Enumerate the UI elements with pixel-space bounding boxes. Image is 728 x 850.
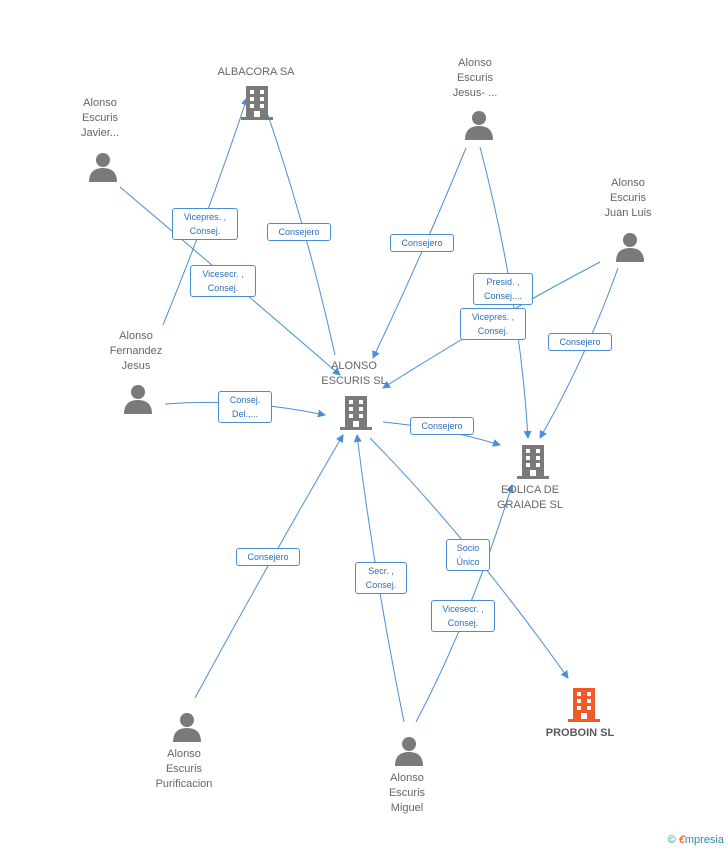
edge-label-line: Consej. — [365, 580, 397, 590]
edge-label[interactable]: Consejero — [267, 223, 331, 241]
edge-purificacion-central — [194, 434, 344, 699]
edge-label-line: Consejero — [278, 227, 320, 237]
edge-label-line: Vicepres. , — [183, 212, 227, 222]
node-label-line: Alonso — [119, 330, 153, 342]
node-label-line: Alonso — [83, 97, 117, 109]
edge-label[interactable]: Vicepres. , Consej. — [172, 208, 238, 240]
edge-label-line: Secr. , — [368, 566, 394, 576]
footer-brand[interactable]: © €mpresia — [668, 834, 724, 846]
person-icon — [173, 713, 201, 742]
edge-label-line: Del.,... — [231, 409, 258, 419]
node-label-line: Javier... — [81, 127, 119, 139]
node-label-purificacion[interactable]: Alonso Escuris Purificacion — [134, 747, 234, 792]
edge-label[interactable]: Consejero — [390, 234, 454, 252]
node-label-line: Alonso — [167, 748, 201, 760]
node-label-proboin[interactable]: PROBOIN SL — [530, 726, 630, 741]
node-label-line: Alonso — [458, 57, 492, 69]
node-label-central[interactable]: ALONSO ESCURIS SL — [304, 359, 404, 389]
edge-label-line: Consejero — [559, 337, 601, 347]
edge-label-line: Vicesecr. , — [442, 604, 484, 614]
edge-label-line: Consej. — [189, 226, 221, 236]
edge-label-line: Único — [456, 557, 480, 567]
edge-label-line: Presid. , — [486, 277, 520, 287]
node-label-line: Escuris — [165, 763, 203, 775]
edge-label-line: Consejero — [247, 552, 289, 562]
edge-label-line: Vicepres. , — [471, 312, 515, 322]
edge-label-line: Consejero — [421, 421, 463, 431]
node-label-text: ALBACORA SA — [217, 66, 295, 78]
edge-label[interactable]: Vicesecr. , Consej. — [190, 265, 256, 297]
node-label-line: EOLICA DE — [500, 484, 560, 496]
person-icon — [124, 385, 152, 414]
edge-label[interactable]: Secr. , Consej. — [355, 562, 407, 594]
edge-label-line: Consejero — [401, 238, 443, 248]
node-label-line: GRAIADE SL — [496, 499, 564, 511]
edge-label-line: Consej.... — [483, 291, 523, 301]
edge-label[interactable]: Consej. Del.,... — [218, 391, 272, 423]
edge-label[interactable]: Presid. , Consej.... — [473, 273, 533, 305]
edge-label[interactable]: Socio Único — [446, 539, 490, 571]
edge-label-line: Consej. — [207, 283, 239, 293]
node-label-miguel[interactable]: Alonso Escuris Miguel — [357, 771, 457, 816]
node-label-line: Escuris — [388, 787, 426, 799]
node-label-line: Juan Luis — [604, 207, 652, 219]
node-label-albacora[interactable]: ALBACORA SA — [196, 65, 316, 80]
person-icon — [465, 111, 493, 140]
edge-juanluis-eolica — [539, 267, 619, 439]
node-label-line: Miguel — [390, 802, 424, 814]
node-label-line: Escuris — [456, 72, 494, 84]
edge-label[interactable]: Vicepres. , Consej. — [460, 308, 526, 340]
node-label-juan-luis[interactable]: Alonso Escuris Juan Luis — [578, 176, 678, 221]
node-label-line: Jesus — [121, 360, 151, 372]
node-label-line: Alonso — [390, 772, 424, 784]
building-icon-highlight — [568, 688, 600, 722]
person-icon — [395, 737, 423, 766]
node-label-line: Alonso — [611, 177, 645, 189]
edge-jesus-central-a — [372, 147, 467, 359]
edge-label-line: Consej. — [477, 326, 509, 336]
node-label-jesus[interactable]: Alonso Escuris Jesus- ... — [425, 56, 525, 101]
edge-label-line: Consej. — [447, 618, 479, 628]
node-label-line: ESCURIS SL — [321, 375, 387, 387]
node-label-line: ALONSO — [331, 360, 377, 372]
node-label-line: Jesus- ... — [452, 87, 498, 99]
edge-label-line: Socio — [456, 543, 480, 553]
brand-logo-e: € — [678, 834, 685, 846]
node-label-fernandez[interactable]: Alonso Fernandez Jesus — [86, 329, 186, 374]
node-label-javier[interactable]: Alonso Escuris Javier... — [50, 96, 150, 141]
node-label-line: Fernandez — [109, 345, 163, 357]
node-label-text: PROBOIN SL — [545, 727, 615, 739]
node-label-line: Escuris — [609, 192, 647, 204]
copyright-symbol: © — [667, 834, 676, 846]
edge-label[interactable]: Consejero — [236, 548, 300, 566]
edge-label-line: Consej. — [229, 395, 261, 405]
building-icon — [241, 86, 273, 120]
edge-label[interactable]: Consejero — [548, 333, 612, 351]
edge-label-line: Vicesecr. , — [202, 269, 244, 279]
node-label-line: Escuris — [81, 112, 119, 124]
building-icon — [517, 445, 549, 479]
node-label-line: Purificacion — [155, 778, 213, 790]
brand-logo-text: mpresia — [684, 834, 724, 846]
edge-label[interactable]: Vicesecr. , Consej. — [431, 600, 495, 632]
person-icon — [89, 153, 117, 182]
person-icon — [616, 233, 644, 262]
node-label-eolica[interactable]: EOLICA DE GRAIADE SL — [480, 483, 580, 513]
edge-label[interactable]: Consejero — [410, 417, 474, 435]
building-icon — [340, 396, 372, 430]
